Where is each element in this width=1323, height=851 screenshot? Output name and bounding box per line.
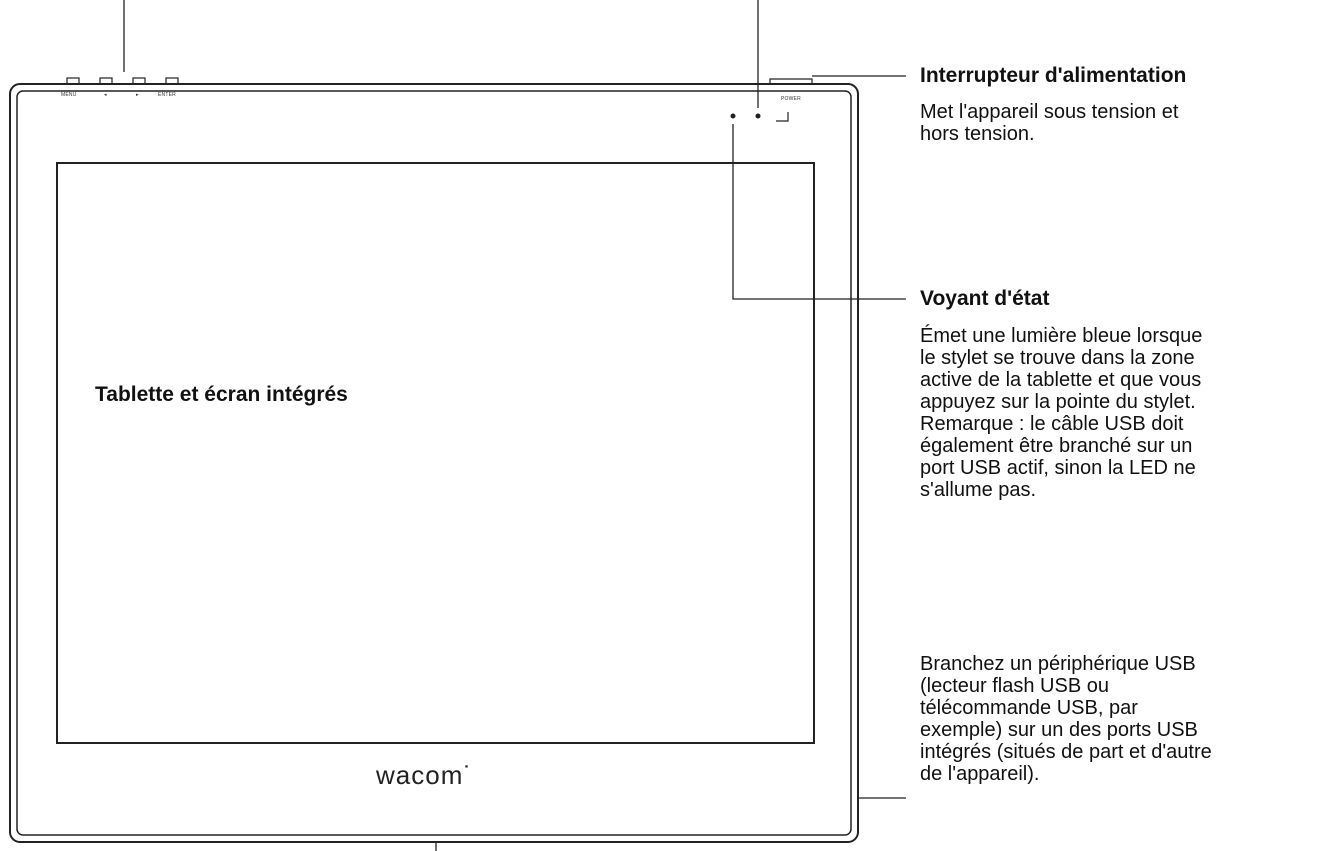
- power-callout-title: Interrupteur d'alimentation: [920, 64, 1187, 87]
- text-line: Remarque : le câble USB doit: [920, 413, 1184, 435]
- text-line: intégrés (situés de part et d'autre: [920, 741, 1212, 763]
- power-label: POWER: [781, 96, 801, 102]
- text-line: port USB actif, sinon la LED ne: [920, 457, 1196, 479]
- text-line: exemple) sur un des ports USB: [920, 719, 1198, 741]
- right-button-label: ▸: [136, 92, 139, 98]
- power-led: [755, 113, 761, 119]
- left-button-label: ◂: [104, 92, 107, 98]
- screen-label: Tablette et écran intégrés: [95, 383, 348, 406]
- usb-callout-text: Branchez un périphérique USB (lecteur fl…: [920, 653, 1212, 785]
- brand-logo: wacom˙: [376, 760, 474, 790]
- status-led-leader-line: [732, 124, 906, 300]
- text-line: s'allume pas.: [920, 479, 1037, 501]
- power-switch: [769, 78, 813, 84]
- text-line: télécommande USB, par: [920, 697, 1138, 719]
- text-line: appuyez sur la pointe du stylet.: [920, 391, 1196, 413]
- power-callout-text: Met l'appareil sous tension et hors tens…: [920, 101, 1178, 145]
- text-line: Émet une lumière bleue lorsque: [920, 325, 1203, 347]
- enter-button-label: ENTER: [158, 92, 176, 98]
- text-line: (lecteur flash USB ou: [920, 675, 1109, 697]
- text-line: Branchez un périphérique USB: [920, 653, 1196, 675]
- text-line: active de la tablette et que vous: [920, 369, 1202, 391]
- device-bezel: [16, 90, 852, 836]
- power-mark: [776, 112, 789, 122]
- text-line: le stylet se trouve dans la zone: [920, 347, 1195, 369]
- text-line: de l'appareil).: [920, 763, 1040, 785]
- menu-button-label: MENU: [61, 92, 77, 98]
- status-callout-text: Émet une lumière bleue lorsque le stylet…: [920, 325, 1202, 501]
- status-callout-title: Voyant d'état: [920, 287, 1050, 310]
- screen-area: [56, 162, 815, 744]
- text-line: également être branché sur un: [920, 435, 1193, 457]
- text-line: hors tension.: [920, 123, 1035, 145]
- status-led: [730, 113, 736, 119]
- text-line: Met l'appareil sous tension et: [920, 101, 1179, 123]
